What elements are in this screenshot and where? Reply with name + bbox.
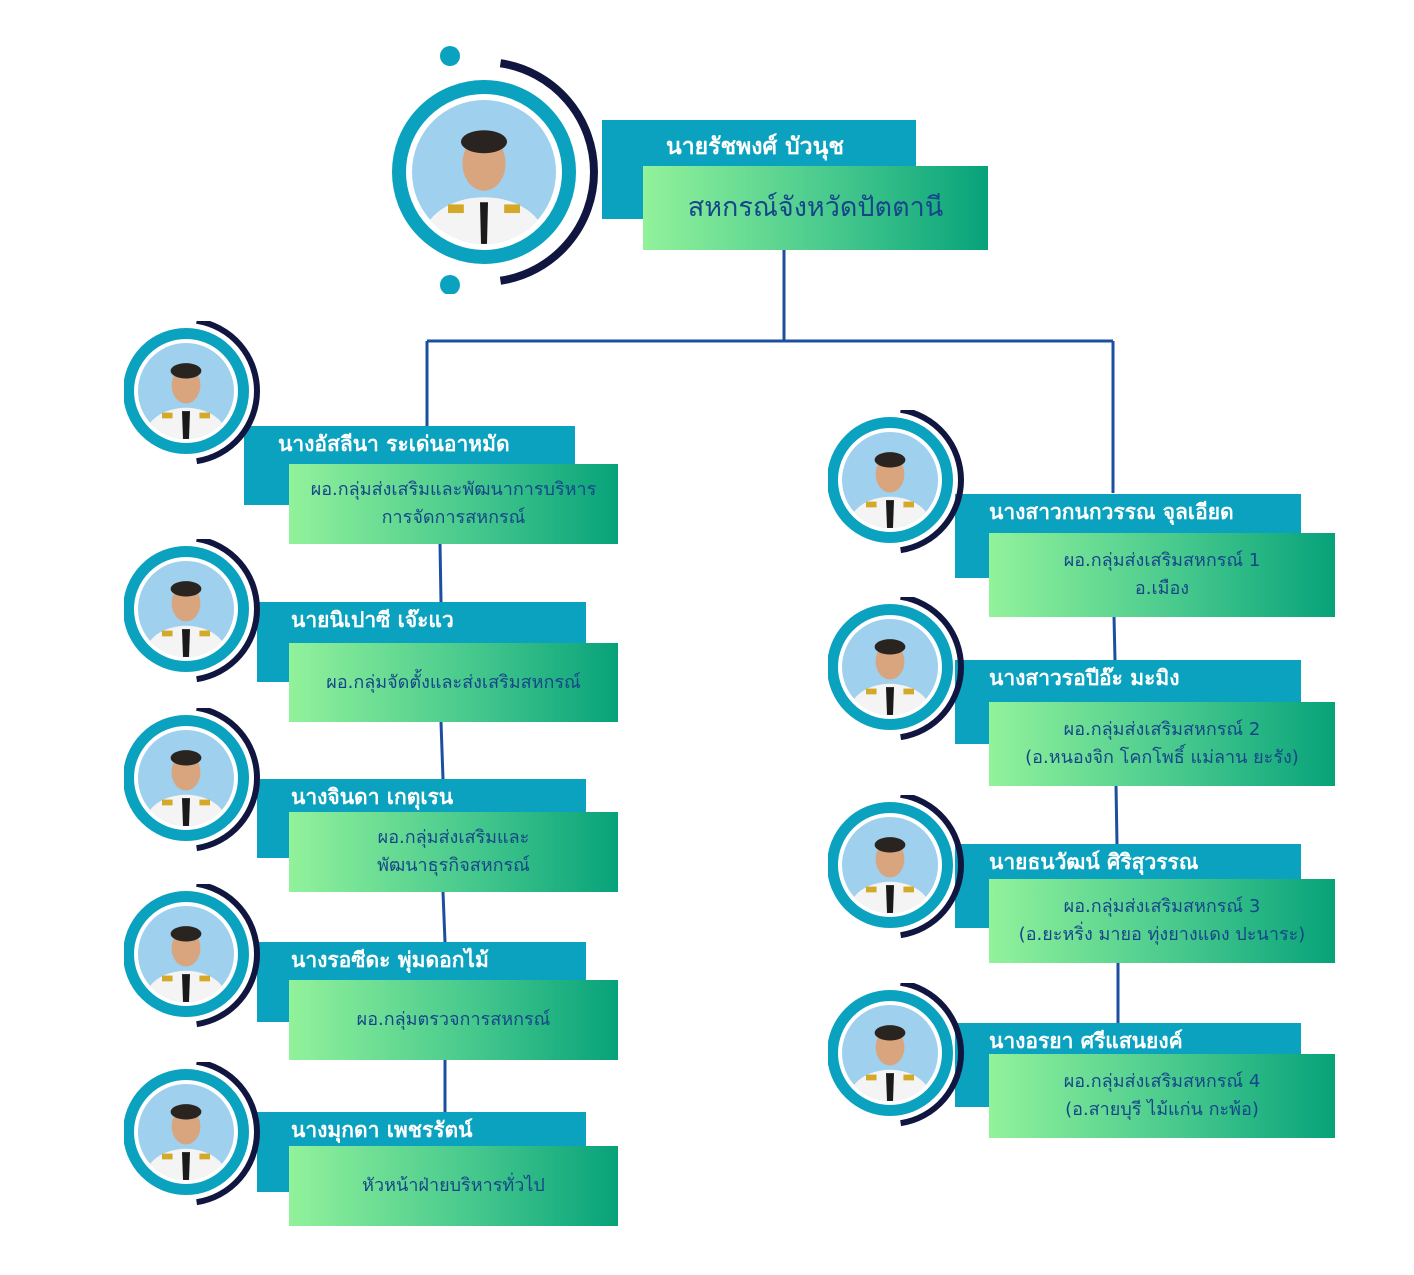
name-left-4: นางรอซีดะ พุ่มดอกไม้	[291, 948, 489, 972]
photo-left-4	[124, 884, 274, 1034]
rolebox-right-2: ผอ.กลุ่มส่งเสริมสหกรณ์ 2 (อ.หนองจิก โคกโ…	[989, 702, 1335, 786]
role-left-3-line-2: พัฒนาธุรกิจสหกรณ์	[377, 855, 530, 876]
photo-left-2	[124, 539, 274, 689]
connector-left-2	[439, 721, 445, 780]
portrait-frame	[124, 1062, 260, 1206]
portrait-frame	[828, 795, 964, 939]
portrait-frame	[124, 884, 260, 1028]
portrait-frame	[828, 410, 964, 554]
name-right-1: นางสาวกนกวรรณ จุลเอียด	[989, 500, 1234, 524]
role-left-2: ผอ.กลุ่มจัดตั้งและส่งเสริมสหกรณ์	[326, 671, 581, 693]
role-right-2-line-2: (อ.หนองจิก โคกโพธิ์ แม่ลาน ยะรัง)	[1025, 747, 1299, 768]
photo-left-1	[124, 321, 274, 471]
rolebox-right-3: ผอ.กลุ่มส่งเสริมสหกรณ์ 3 (อ.ยะหริ่ง มายอ…	[989, 879, 1335, 963]
rolebox-right-1: ผอ.กลุ่มส่งเสริมสหกรณ์ 1 อ.เมือง	[989, 533, 1335, 617]
portrait-frame	[392, 46, 598, 294]
connector-left-1	[438, 542, 443, 603]
name-left-2: นายนิเปาซี เจ๊ะแว	[291, 608, 454, 632]
name-left-5: นางมุกดา เพชรรัตน์	[291, 1118, 473, 1142]
photo-right-3	[828, 795, 978, 945]
role-left-1-line-1: ผอ.กลุ่มส่งเสริมและพัฒนาการบริหาร	[310, 479, 597, 501]
role-right-4-line-2: (อ.สายบุรี ไม้แก่น กะพ้อ)	[1065, 1099, 1259, 1120]
photo-left-3	[124, 708, 274, 858]
role-head: สหกรณ์จังหวัดปัตตานี	[687, 192, 944, 224]
photo-head	[392, 44, 642, 294]
portrait-frame	[124, 708, 260, 852]
portrait-frame	[124, 539, 260, 683]
role-right-3-line-2: (อ.ยะหริ่ง มายอ ทุ่งยางแดง ปะนาระ)	[1018, 924, 1306, 945]
portrait-frame	[828, 597, 964, 741]
rolebox-left-1: ผอ.กลุ่มส่งเสริมและพัฒนาการบริหาร การจัด…	[289, 464, 618, 544]
photo-left-5	[124, 1062, 274, 1212]
rolebox-right-4: ผอ.กลุ่มส่งเสริมสหกรณ์ 4 (อ.สายบุรี ไม้แ…	[989, 1054, 1335, 1138]
role-right-1-line-2: อ.เมือง	[1134, 578, 1190, 599]
rolebox-left-5: หัวหน้าฝ่ายบริหารทั่วไป	[289, 1146, 618, 1226]
role-right-2-line-1: ผอ.กลุ่มส่งเสริมสหกรณ์ 2	[1063, 719, 1261, 741]
connector-left-3	[441, 891, 447, 943]
name-left-1: นางอัสลีนา ระเด่นอาหมัด	[278, 432, 510, 456]
photo-right-1	[828, 410, 978, 560]
role-left-3-line-1: ผอ.กลุ่มส่งเสริมและ	[377, 827, 530, 849]
portrait-frame	[828, 983, 964, 1127]
rolebox-left-3: ผอ.กลุ่มส่งเสริมและ พัฒนาธุรกิจสหกรณ์	[289, 812, 618, 892]
photo-right-4	[828, 983, 978, 1133]
name-right-4: นางอรยา ศรีแสนยงค์	[989, 1029, 1183, 1053]
role-left-5: หัวหน้าฝ่ายบริหารทั่วไป	[362, 1175, 545, 1197]
connector-right-2	[1114, 784, 1119, 845]
portrait-frame	[124, 321, 260, 465]
photo-right-2	[828, 597, 978, 747]
name-right-2: นางสาวรอปีอ๊ะ มะมิง	[989, 666, 1180, 690]
rolebox-left-4: ผอ.กลุ่มตรวจการสหกรณ์	[289, 980, 618, 1060]
role-right-4-line-1: ผอ.กลุ่มส่งเสริมสหกรณ์ 4	[1063, 1071, 1261, 1093]
name-head: นายรัชพงศ์ บัวนุช	[666, 134, 844, 160]
role-left-4: ผอ.กลุ่มตรวจการสหกรณ์	[356, 1009, 551, 1031]
rolebox-head: สหกรณ์จังหวัดปัตตานี	[643, 166, 988, 250]
connector-right-1	[1112, 615, 1117, 661]
name-right-3: นายธนวัฒน์ ศิริสุวรรณ	[989, 850, 1199, 874]
role-right-1-line-1: ผอ.กลุ่มส่งเสริมสหกรณ์ 1	[1063, 550, 1261, 572]
role-right-3-line-1: ผอ.กลุ่มส่งเสริมสหกรณ์ 3	[1063, 896, 1261, 918]
name-left-3: นางจินดา เกตุเรน	[291, 785, 454, 809]
role-left-1-line-2: การจัดการสหกรณ์	[381, 507, 526, 528]
rolebox-left-2: ผอ.กลุ่มจัดตั้งและส่งเสริมสหกรณ์	[289, 643, 618, 722]
